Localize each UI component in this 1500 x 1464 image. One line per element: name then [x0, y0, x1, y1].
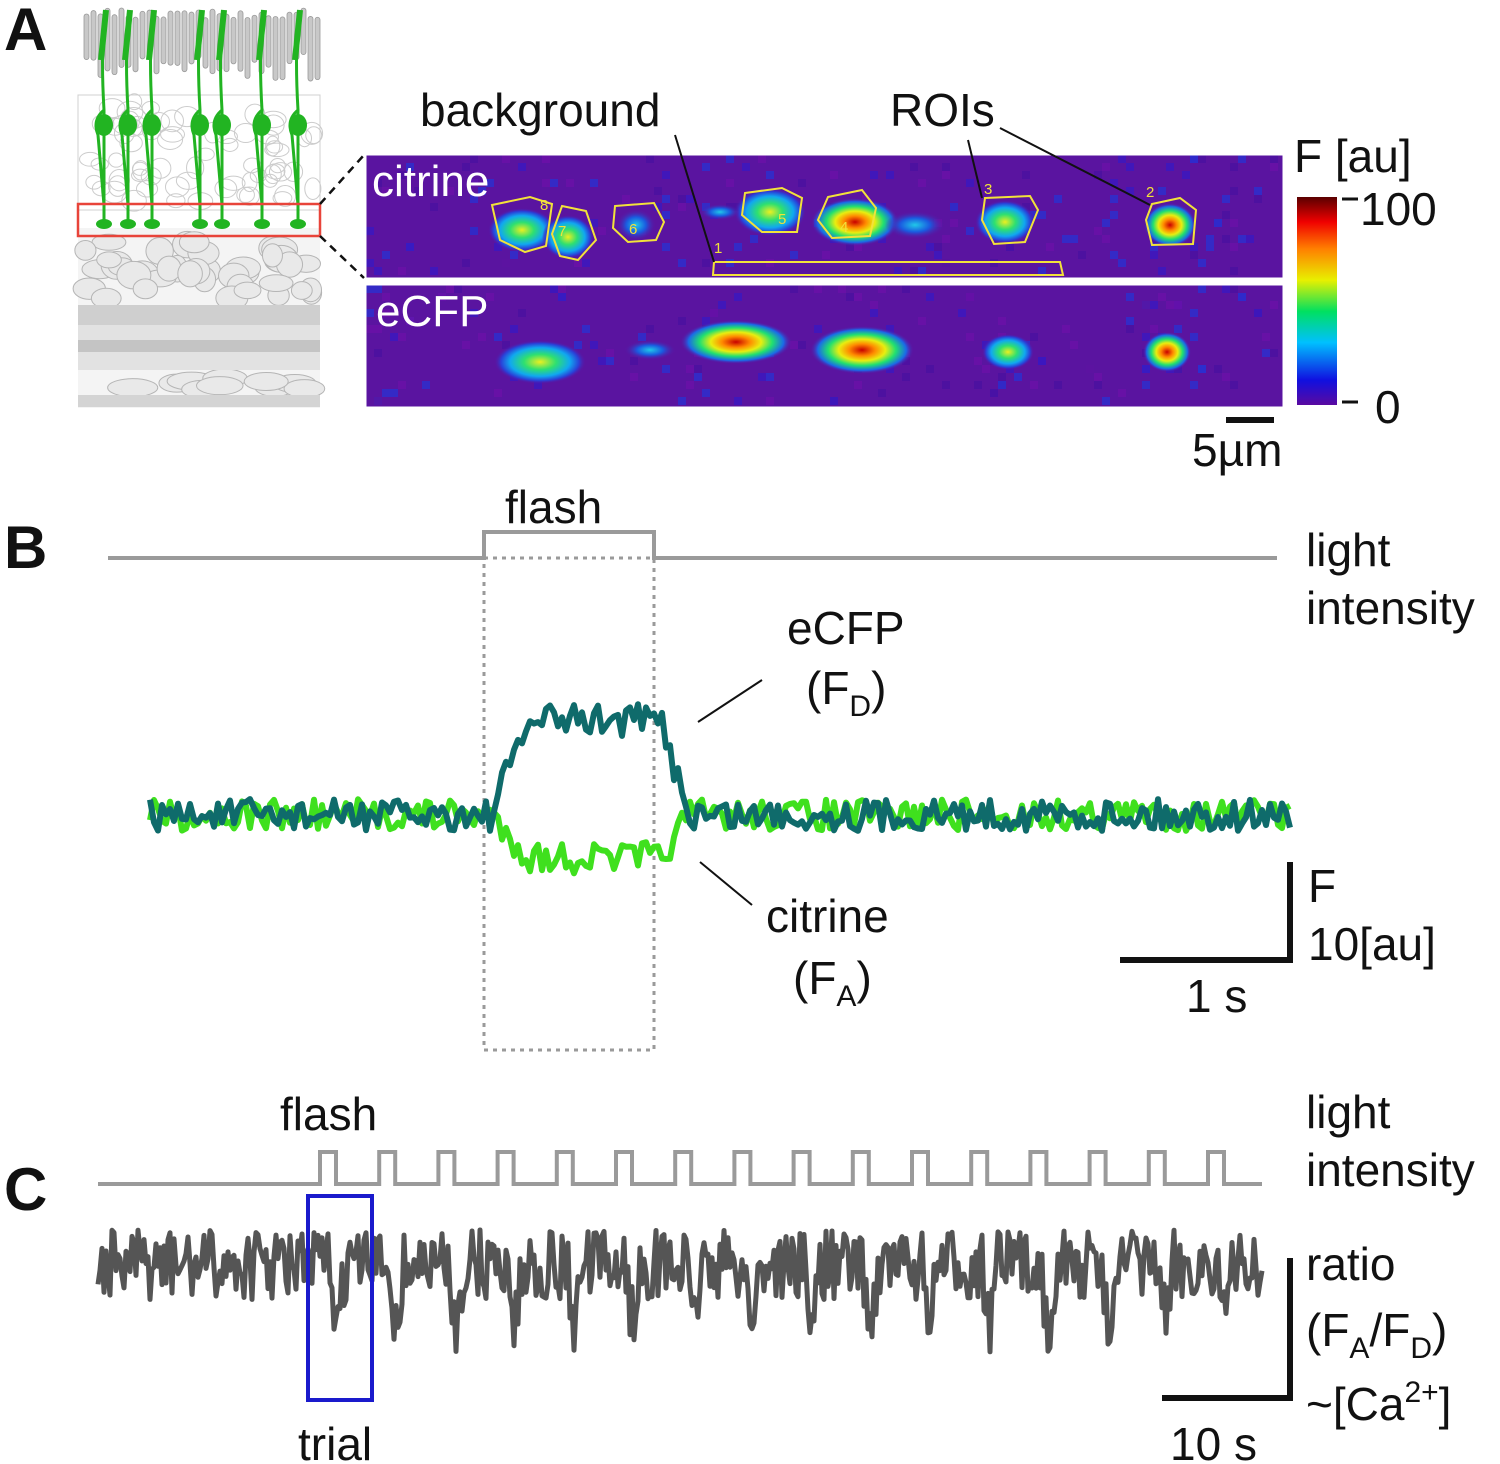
- flash-label-c: flash: [280, 1088, 377, 1140]
- ecfp-trace-symbol: (FD): [806, 662, 886, 723]
- zoom-line-top: [319, 154, 365, 205]
- light-label-b-line1: light: [1306, 524, 1391, 576]
- roi-number-8: 8: [540, 197, 548, 214]
- light-label-c-line1: light: [1306, 1086, 1391, 1138]
- roi-number-7: 7: [558, 223, 566, 240]
- roi-number-4: 4: [840, 219, 848, 236]
- roi-3: [980, 194, 1040, 246]
- roi-number-2: 2: [1146, 184, 1154, 201]
- rois-pointer-2: [999, 127, 1151, 206]
- colorbar: [1297, 197, 1337, 405]
- trial-label: trial: [298, 1418, 372, 1464]
- roi-outlines: [490, 186, 1198, 276]
- background-label: background: [420, 84, 660, 136]
- scalebar-a-label: 5µm: [1192, 424, 1282, 476]
- flash-window: [482, 556, 656, 1052]
- light-label-c-line2: intensity: [1306, 1144, 1475, 1196]
- rois-label: ROIs: [890, 84, 995, 136]
- citrine-pointer: [699, 861, 753, 906]
- scalebar-c: [1162, 1258, 1293, 1401]
- panel-b-letter: B: [4, 514, 47, 581]
- colorbar-title: F [au]: [1294, 130, 1412, 182]
- panel-c-letter: C: [4, 1156, 47, 1223]
- roi-6: [611, 201, 666, 244]
- roi-number-1: 1: [714, 240, 722, 257]
- ecfp-trace: [147, 701, 1293, 834]
- citrine-image: [366, 155, 1283, 278]
- scalebar-b: [1120, 862, 1293, 963]
- ratio-label-line3: ~[Ca2+]: [1306, 1376, 1451, 1430]
- panel-a-letter: A: [4, 0, 47, 63]
- roi-8: [490, 195, 554, 254]
- scalebar-b-y-line2: 10[au]: [1308, 918, 1436, 970]
- scalebar-b-x-label: 1 s: [1186, 970, 1247, 1022]
- ecfp-image: [366, 285, 1283, 407]
- citrine-trace-label: citrine: [766, 890, 889, 942]
- ratio-trace: [95, 1227, 1265, 1355]
- bipolar-cells: [94, 9, 307, 229]
- scalebar-b-y-line1: F: [1308, 860, 1336, 912]
- roi-5: [740, 186, 804, 233]
- roi-7: [550, 204, 598, 262]
- ecfp-image-label: eCFP: [376, 287, 488, 336]
- citrine-image-label: citrine: [372, 157, 489, 206]
- roi-number-6: 6: [629, 221, 637, 238]
- ratio-label-line1: ratio: [1306, 1238, 1395, 1290]
- roi-number-3: 3: [984, 181, 992, 198]
- ecfp-trace-label: eCFP: [787, 602, 905, 654]
- colorbar-max: 100: [1360, 183, 1437, 235]
- zoom-line-bottom: [319, 235, 365, 279]
- background-pointer: [674, 134, 715, 263]
- light-label-b-line2: intensity: [1306, 582, 1475, 634]
- scalebar-c-x-label: 10 s: [1170, 1418, 1257, 1464]
- colorbar-min: 0: [1375, 381, 1401, 433]
- retina-schematic: [72, 7, 326, 408]
- trial-box: [306, 1194, 374, 1402]
- stimulus-trace-c: [98, 1150, 1262, 1186]
- roi-2: [1144, 196, 1198, 247]
- ratio-label-line2: (FA/FD): [1306, 1304, 1447, 1365]
- lower-cell-layer: [72, 230, 326, 399]
- rois-pointer-1: [967, 139, 983, 199]
- citrine-trace-symbol: (FA): [793, 952, 872, 1013]
- flash-label-b: flash: [505, 481, 602, 533]
- zoom-region-box: [76, 202, 322, 238]
- roi-1-background: [711, 261, 1065, 276]
- ecfp-pointer: [697, 679, 763, 723]
- roi-4: [816, 188, 878, 240]
- stimulus-trace-b: [108, 530, 1277, 560]
- roi-number-5: 5: [778, 211, 786, 228]
